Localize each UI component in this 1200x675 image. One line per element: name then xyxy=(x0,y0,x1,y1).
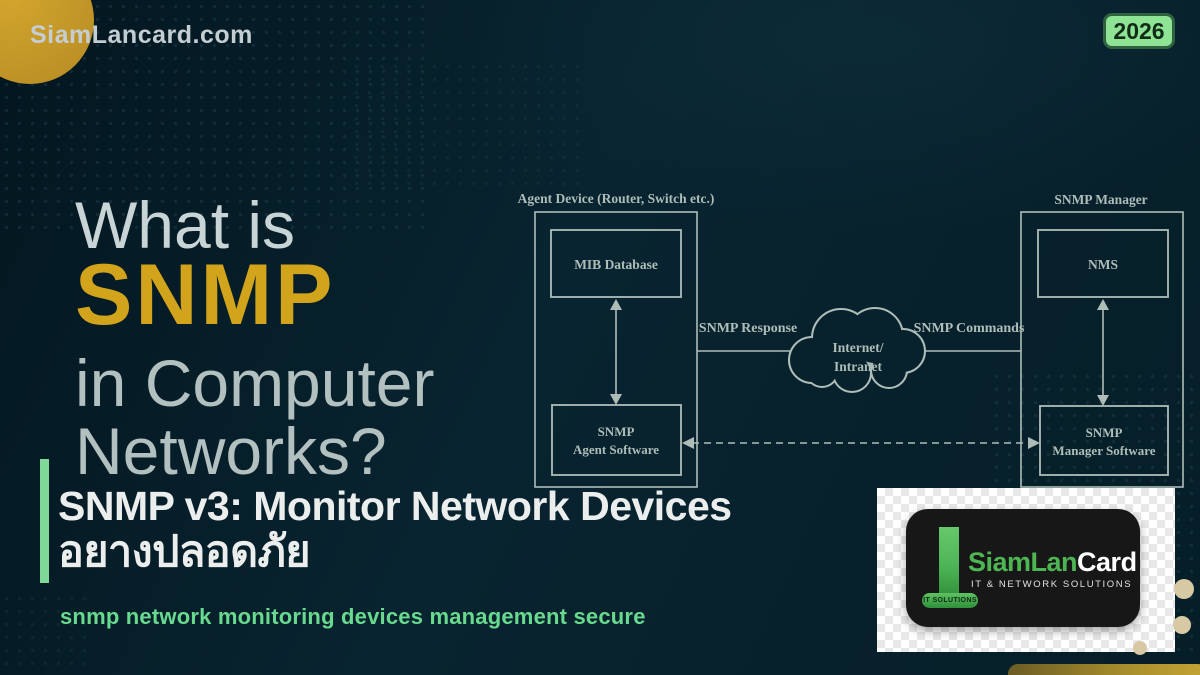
logo-brand-text: SiamLanCard xyxy=(968,547,1137,578)
title-line-snmp: SNMP xyxy=(75,247,336,343)
title-line-networks: Networks? xyxy=(75,414,387,488)
beige-dot-decoration xyxy=(1133,641,1147,655)
keywords-line: snmp network monitoring devices manageme… xyxy=(60,604,646,629)
agent-device-outer-box xyxy=(534,211,698,488)
logo-green-bar-icon xyxy=(939,527,959,598)
cloud-label-line2: Intranet xyxy=(834,359,882,374)
dot-pattern-top-center xyxy=(350,60,580,190)
beige-dot-decoration xyxy=(1174,579,1194,599)
logo-brand-white: Card xyxy=(1077,547,1137,577)
title-line-in-computer: in Computer xyxy=(75,346,435,420)
logo-brand-green: SiamLan xyxy=(968,547,1078,577)
mib-database-box xyxy=(550,229,682,298)
nms-label: NMS xyxy=(1088,257,1118,272)
snmp-response-label: SNMP Response xyxy=(699,321,797,336)
agent-software-label-line1: SNMP xyxy=(598,424,635,439)
cloud-label-line1: Internet/ xyxy=(833,340,884,355)
siamlancard-logo-card: IT SOLUTIONS SiamLanCard IT & NETWORK SO… xyxy=(906,509,1140,627)
snmp-commands-label: SNMP Commands xyxy=(914,321,1025,336)
beige-dot-decoration xyxy=(1173,616,1191,634)
snmp-agent-software-box xyxy=(551,404,682,476)
logo-tagline: IT & NETWORK SOLUTIONS xyxy=(971,579,1133,590)
headline-line1: SNMP v3: Monitor Network Devices xyxy=(58,483,732,529)
internet-cloud xyxy=(788,307,926,393)
mib-database-label: MIB Database xyxy=(574,257,658,272)
manager-software-label-line1: SNMP xyxy=(1086,425,1123,440)
green-accent-bar xyxy=(40,459,49,583)
snmp-manager-outer-box xyxy=(1020,211,1184,488)
snmp-architecture-diagram: Agent Device (Router, Switch etc.) SNMP … xyxy=(518,191,1184,488)
gold-band-decoration xyxy=(1008,664,1200,675)
agent-device-label: Agent Device (Router, Switch etc.) xyxy=(518,191,715,206)
snmp-manager-software-box xyxy=(1039,405,1169,476)
headline-line2-thai: อยางปลอดภัย xyxy=(58,528,311,576)
year-badge: 2026 xyxy=(1106,16,1172,46)
manager-software-label-line2: Manager Software xyxy=(1052,443,1155,458)
nms-box xyxy=(1037,229,1169,298)
title-line-what-is: What is xyxy=(75,188,296,262)
site-name: SiamLancard.com xyxy=(30,21,253,49)
arrowheads xyxy=(610,299,1109,449)
agent-software-label-line2: Agent Software xyxy=(573,442,659,457)
snmp-manager-label: SNMP Manager xyxy=(1054,192,1147,207)
it-solutions-badge: IT SOLUTIONS xyxy=(922,593,978,608)
